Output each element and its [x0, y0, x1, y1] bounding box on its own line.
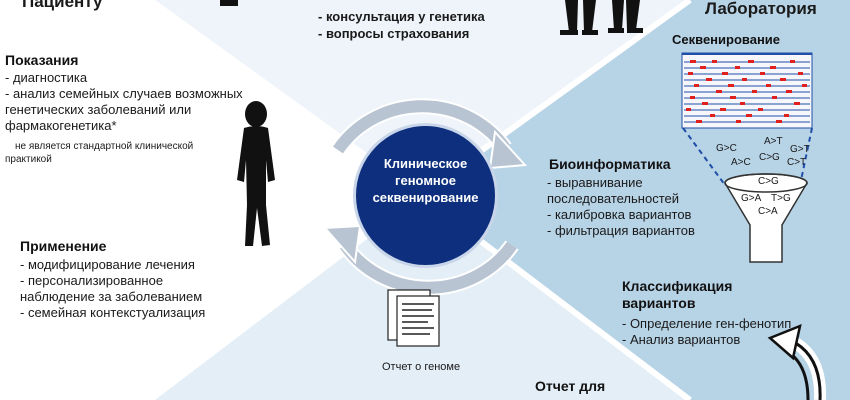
indication-item: генетических заболеваний или	[5, 102, 192, 117]
classification-title: Классификация вариантов	[622, 278, 732, 312]
report-doc-label: Отчет о геноме	[382, 361, 461, 373]
variant-label: C>G	[758, 176, 779, 187]
variant-label: C>G	[759, 152, 780, 163]
variant-label: G>C	[716, 143, 737, 154]
top-item: - вопросы страхования	[318, 26, 470, 41]
center-line-3: секвенирование	[372, 190, 479, 205]
center-line-1: Клиническое	[383, 156, 468, 171]
bioinformatics-item: - калибровка вариантов	[547, 207, 692, 222]
application-list: - модифицирование лечения - персонализир…	[20, 257, 205, 321]
indication-item: фармакогенетика*	[5, 118, 117, 133]
indications-title: Показания	[5, 52, 79, 68]
footnote-line: практикой	[5, 154, 52, 165]
variant-label: G>A	[741, 193, 762, 204]
application-item: - модифицирование лечения	[20, 257, 195, 272]
variant-label: C>T	[787, 157, 807, 168]
variant-label: A>T	[764, 136, 783, 147]
application-item: - семейная контекстуализация	[20, 305, 206, 320]
classification-item: - Анализ вариантов	[622, 332, 741, 347]
bioinformatics-item: - фильтрация вариантов	[547, 223, 695, 238]
indications-list: - диагностика - анализ семейных случаев …	[5, 70, 243, 134]
indication-item: - диагностика	[5, 70, 88, 85]
bioinformatics-list: - выравнивание последовательностей - кал…	[547, 175, 695, 239]
application-title: Применение	[20, 238, 107, 254]
classification-title-line: Классификация	[622, 278, 733, 294]
bioinformatics-title: Биоинформатика	[549, 156, 671, 172]
patient-title: Пациенту	[22, 0, 103, 11]
laboratory-title: Лаборатория	[705, 0, 817, 18]
classification-title-line: вариантов	[622, 295, 696, 311]
bioinformatics-item: последовательностей	[547, 191, 679, 206]
variant-label: G>T	[790, 144, 810, 155]
application-item: - персонализированное	[20, 273, 164, 288]
variant-label: A>C	[731, 157, 751, 168]
classification-item: - Определение ген-фенотип	[622, 316, 792, 331]
variant-label: C>A	[758, 206, 778, 217]
center-title: Клиническое геномное секвенирование	[353, 155, 498, 206]
report-title: Отчет для	[535, 378, 606, 394]
classification-list: - Определение ген-фенотип - Анализ вариа…	[622, 316, 791, 348]
footnote-line: не является стандартной клинической	[15, 141, 194, 152]
application-item: наблюдение за заболеванием	[20, 289, 203, 304]
variant-label: T>G	[771, 193, 791, 204]
indications-footnote: не является стандартной клинической прак…	[5, 140, 193, 166]
center-circle	[353, 123, 498, 268]
center-line-2: геномное	[395, 173, 456, 188]
top-item: - консультация у генетика	[318, 9, 485, 24]
indication-item: - анализ семейных случаев возможных	[5, 86, 243, 101]
bioinformatics-item: - выравнивание	[547, 175, 643, 190]
sequencing-title: Секвенирование	[672, 32, 781, 47]
top-list: - консультация у генетика - вопросы стра…	[318, 8, 485, 42]
